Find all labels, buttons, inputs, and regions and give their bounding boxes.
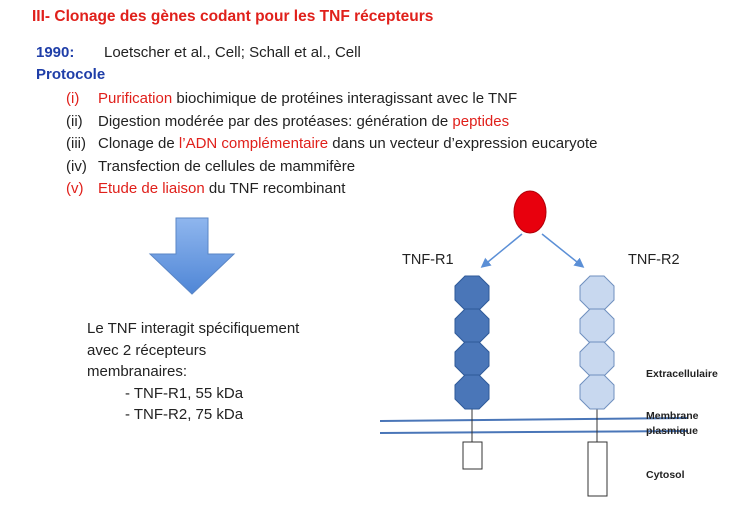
step-text: Digestion modérée par des protéases: gén…	[98, 112, 453, 130]
step-text: dans un vecteur d’expression eucaryote	[328, 135, 598, 152]
tnf-r2-cytoplasmic-domain	[587, 441, 608, 497]
step-iii: (iii) Clonage de l’ADN complémentaire dan…	[66, 133, 597, 156]
step-ii: (ii) Digestion modérée par des protéases:…	[66, 111, 597, 134]
step-highlight: l’ADN complémentaire	[178, 135, 329, 152]
tnf-r2-receptor	[579, 275, 615, 497]
tnf-r1-domain-3	[454, 341, 490, 377]
step-number: (i)	[66, 90, 80, 107]
step-i: (i) Purification biochimique de protéines…	[66, 88, 597, 111]
step-number: (iv)	[66, 157, 87, 175]
protocol-steps-list: (i) Purification biochimique de protéines…	[66, 88, 597, 201]
cytosol-label: Cytosol	[646, 469, 685, 481]
summary-item-tnf-r2: - TNF-R2, 75 kDa	[125, 406, 244, 423]
references-text: Loetscher et al., Cell; Schall et al., C…	[104, 44, 361, 61]
step-highlight: Etude de liaison	[98, 180, 205, 197]
arrow-to-tnf-r1	[480, 233, 523, 268]
tnf-r1-domain-2	[454, 308, 490, 344]
step-number: (v)	[66, 180, 84, 197]
step-v: (v) Etude de liaison du TNF recombinant	[66, 178, 597, 201]
tnf-r1-label: TNF-R1	[402, 252, 454, 268]
summary-line: membranaires:	[87, 363, 188, 380]
tnf-r2-domain-4	[579, 374, 615, 410]
arrow-to-tnf-r2	[541, 233, 585, 268]
tnf-r1-domain-1	[454, 275, 490, 311]
protocol-heading: Protocole	[36, 66, 106, 83]
step-text: Clonage de	[98, 135, 179, 152]
slide-title: III- Clonage des gènes codant pour les T…	[32, 8, 434, 25]
step-iv: (iv) Transfection de cellules de mammifèr…	[66, 156, 597, 179]
step-text: du TNF recombinant	[204, 180, 346, 197]
step-highlight: peptides	[452, 112, 510, 130]
membrane-label-line2: plasmique	[646, 425, 698, 437]
summary-item-tnf-r1: - TNF-R1, 55 kDa	[125, 384, 244, 402]
year-label: 1990:	[36, 44, 75, 61]
summary-block: Le TNF interagit spécifiquement avec 2 r…	[87, 318, 299, 426]
membrane-line-inner	[379, 430, 689, 434]
step-number: (ii)	[66, 112, 83, 130]
summary-line: avec 2 récepteurs	[87, 341, 207, 359]
tnf-ligand-circle	[513, 190, 547, 234]
tnf-r2-label: TNF-R2	[628, 252, 680, 268]
step-highlight: Purification	[98, 90, 173, 107]
membrane-label-line1: Membrane	[646, 410, 699, 422]
step-text: biochimique de protéines interagissant a…	[172, 90, 518, 107]
step-number: (iii)	[66, 135, 86, 152]
extracellular-label: Extracellulaire	[646, 368, 718, 380]
down-arrow-icon	[148, 217, 236, 295]
summary-line: Le TNF interagit spécifiquement	[87, 320, 300, 337]
tnf-r2-domain-2	[579, 308, 615, 344]
tnf-r1-cytoplasmic-domain	[462, 441, 483, 470]
tnf-r1-receptor	[454, 275, 490, 470]
tnf-r2-domain-1	[579, 275, 615, 311]
tnf-r1-domain-4	[454, 374, 490, 410]
step-text: Transfection de cellules de mammifère	[98, 157, 356, 175]
tnf-r2-domain-3	[579, 341, 615, 377]
membrane-line-outer	[379, 417, 689, 422]
